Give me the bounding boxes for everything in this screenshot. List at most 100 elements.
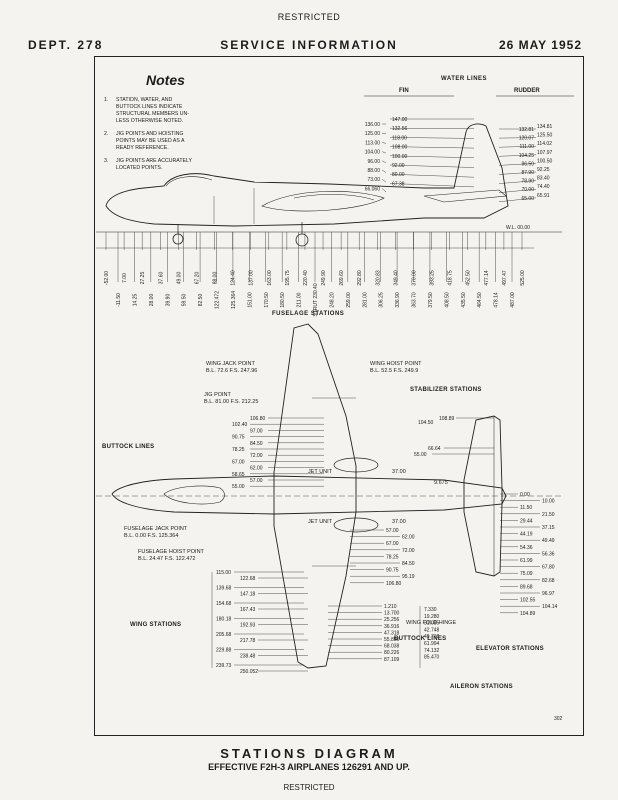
- elevator-station-value: 44.19: [520, 532, 533, 538]
- buttock-lines-label: BUTTOCK LINES: [102, 444, 154, 450]
- fin-water-line-value: 92.00: [392, 163, 405, 169]
- fuselage-station-value: 281.00: [362, 292, 368, 308]
- elevator-station-value: 104.14: [542, 604, 558, 610]
- diagram-title: STATIONS DIAGRAM: [220, 746, 398, 761]
- wing-station-value: 180.18: [216, 617, 232, 623]
- leader-line: [498, 197, 537, 202]
- aileron-station-value: 36.916: [384, 624, 400, 630]
- wing-fold-hinge-label: WING FOLD HINGE: [406, 620, 456, 626]
- leader-line: [498, 163, 537, 166]
- note-number: 1.: [104, 97, 108, 103]
- aileron-station-value: 68.038: [384, 644, 400, 650]
- elevator-station-value: 102.55: [520, 598, 536, 604]
- fin-water-line-value: 100.00: [392, 154, 408, 160]
- elevator-station-value: 89.68: [520, 584, 533, 590]
- buttock-line-value: 102.40: [232, 422, 248, 428]
- buttock-line-value: 84.50: [402, 561, 415, 567]
- buttock-line-value: 67.00: [232, 459, 245, 465]
- null: 107.97: [537, 150, 553, 156]
- wing-station-value: 122.68: [240, 576, 256, 582]
- fin-water-line-value: 108.00: [392, 145, 408, 151]
- elevator-station-value: 0.00: [520, 492, 530, 498]
- fuselage-jack-point-coords: B.L. 0.00 F.S. 125.364: [124, 533, 178, 539]
- aileron-stations-label: AILERON STATIONS: [450, 684, 513, 690]
- aileron-station-value: 61.994: [424, 641, 440, 647]
- aileron-station-value: 7.330: [424, 607, 437, 613]
- fin-label: FIN: [399, 88, 409, 94]
- leader-line: [498, 154, 537, 157]
- fuselage-station-value: 220.40: [303, 270, 309, 286]
- elevator-station-value: 96.97: [542, 591, 555, 597]
- fuselage-station-value: 336.90: [395, 292, 401, 308]
- leader-line: [498, 171, 537, 175]
- note-text: LOCATED POINTS.: [116, 165, 162, 171]
- leader-line: [389, 137, 475, 139]
- leader-line: [381, 142, 387, 144]
- leader-line: [381, 160, 387, 163]
- wing-station-value: 147.18: [240, 592, 256, 598]
- fuselage-station-value: 137.00: [249, 270, 255, 286]
- page-number: 302: [554, 716, 563, 722]
- leader-line: [498, 137, 537, 139]
- buttock-line-value: 90.75: [232, 435, 245, 441]
- fuselage-hoist-point-coords: B.L. 24.47 F.S. 122.472: [138, 556, 196, 562]
- buttock-line-value: 62.00: [402, 535, 415, 541]
- leader-line: [381, 188, 387, 193]
- leader-line: [498, 189, 537, 193]
- fuselage-station-value: 379.50: [428, 292, 434, 308]
- rudder-water-line-value: 120.07: [519, 136, 535, 142]
- null: 83.40: [537, 176, 550, 182]
- null: 100.50: [537, 158, 553, 164]
- elevator-station-value: 37.15: [542, 525, 555, 531]
- leader-line: [381, 169, 387, 173]
- note-text: STRUCTURAL MEMBERS UN-: [116, 111, 189, 117]
- fin-water-line-value: 132.56: [392, 126, 408, 132]
- fuselage-station-value: 435.50: [461, 292, 467, 308]
- fuselage-station-value: 363.70: [412, 292, 418, 308]
- leader-line: [389, 155, 475, 158]
- rudder-water-line-value: 70.00: [521, 187, 534, 193]
- jet-unit-top-value: 37.00: [392, 469, 406, 475]
- fuselage-station-value: 124.40: [231, 270, 237, 286]
- fuselage-station-value: 27.25: [140, 272, 146, 285]
- stabilizer-station-value: 104.50: [418, 420, 434, 426]
- elevator-station-value: 104.89: [520, 611, 536, 617]
- aileron-station-value: 74.132: [424, 648, 440, 654]
- buttock-line-value: 57.00: [386, 528, 399, 534]
- fuselage-station-value: 14.25: [132, 294, 138, 307]
- elevator-station-value: 49.49: [542, 538, 555, 544]
- buttock-line-value: 57.00: [250, 478, 263, 484]
- fuselage-station-value: 180.50: [280, 292, 286, 308]
- fuselage-station-value: 248.20: [329, 292, 335, 308]
- side-view: WATER LINES FIN RUDDER W.L. 00.00 136.00…: [96, 76, 574, 317]
- wing-station-value: 239.73: [216, 663, 232, 669]
- null: 74.40: [537, 184, 550, 190]
- fin-water-line-value: 147.00: [392, 117, 408, 123]
- fuselage-station-value: 349.40: [393, 270, 399, 286]
- buttock-line-value: 95.19: [402, 574, 415, 580]
- fuselage-station-value: 49.00: [176, 272, 182, 285]
- rudder-water-line-value: 111.00: [519, 144, 534, 150]
- note-text: LESS OTHERWISE NOTED.: [116, 118, 183, 124]
- fuselage-station-value: -11.50: [116, 293, 122, 307]
- rudder-water-line-value: 78.90: [521, 179, 534, 185]
- note-text: POINTS MAY BE USED AS A: [116, 138, 185, 144]
- leader-line: [389, 164, 475, 168]
- wing-station-value: 139.68: [216, 586, 232, 592]
- note-text: JIG POINTS AND HOISTING: [116, 131, 183, 137]
- note-text: JIG POINTS ARE ACCURATELY: [116, 158, 192, 164]
- elevator-station-value: 29.44: [520, 518, 533, 524]
- fuselage-station-value: 370.00: [411, 270, 417, 286]
- fuselage-station-value: 37.60: [158, 272, 164, 285]
- fuselage-station-value: 393.25: [430, 270, 436, 286]
- note-number: 2.: [104, 131, 108, 137]
- aileron-station-value: 13.700: [384, 611, 400, 617]
- fuselage-station-value: 292.80: [357, 270, 363, 286]
- elevator-station-value: 61.99: [520, 558, 533, 564]
- water-line-zero-label: W.L. 00.00: [506, 225, 530, 231]
- note-text: STATION, WATER, AND: [116, 97, 173, 103]
- aileron-station-value: 25.256: [384, 617, 400, 623]
- fuselage-station-value: 59.50: [182, 294, 188, 307]
- aileron-station-value: 31.085: [424, 621, 440, 627]
- elevator-station-value: 56.36: [542, 551, 555, 557]
